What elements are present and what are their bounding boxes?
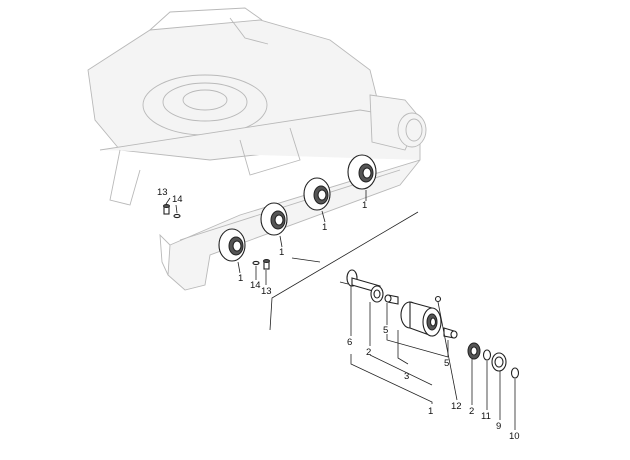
track-roller-mounted-4 (347, 154, 377, 190)
callout-3: 3 (404, 371, 409, 382)
callout-14-upper: 14 (172, 194, 183, 205)
seal-2-right (467, 342, 481, 360)
plug-12 (434, 295, 442, 303)
o-ring-11 (482, 349, 492, 361)
callout-5-left: 5 (383, 325, 388, 336)
callout-9: 9 (496, 421, 501, 432)
callout-13-lower: 13 (261, 286, 272, 297)
bolt-13-lower (263, 259, 270, 270)
callout-13-upper: 13 (157, 187, 168, 198)
callout-11: 11 (481, 411, 491, 422)
callouts: 1 1 1 1 13 14 14 13 6 2 5 5 3 1 12 2 11 … (157, 187, 520, 442)
bushing-5-left (384, 294, 399, 305)
track-roller-mounted-1 (218, 228, 246, 262)
washer-14-lower (252, 260, 260, 266)
exploded-leader-lines (350, 286, 516, 430)
callout-1-roller-4: 1 (362, 200, 367, 211)
callout-1-roller-3: 1 (322, 222, 327, 233)
callout-1-roller-1: 1 (238, 273, 243, 284)
track-roller-mounted-2 (260, 202, 288, 236)
callout-6: 6 (347, 337, 352, 348)
callout-12: 12 (451, 401, 462, 412)
exploded-assembly (339, 269, 520, 379)
seal-2-left (370, 285, 384, 303)
track-roller-mounted-3 (303, 177, 331, 211)
callout-14-lower: 14 (250, 280, 261, 291)
callout-2-left: 2 (366, 347, 371, 358)
bolt-13-upper (163, 204, 170, 215)
callout-1-assembly: 1 (428, 406, 433, 417)
section-leader (269, 211, 419, 331)
callout-2-right: 2 (469, 406, 474, 417)
snap-ring-10 (510, 367, 520, 379)
collar-9 (491, 352, 507, 372)
frame-leader-lines (165, 190, 367, 285)
bushing-5-right (443, 327, 458, 339)
callout-1-roller-2: 1 (279, 247, 284, 258)
track-frame-ghost (87, 7, 427, 291)
callout-5-right: 5 (444, 358, 449, 369)
callout-10: 10 (509, 431, 520, 442)
washer-14-upper (173, 213, 181, 219)
roller-body (400, 301, 442, 337)
